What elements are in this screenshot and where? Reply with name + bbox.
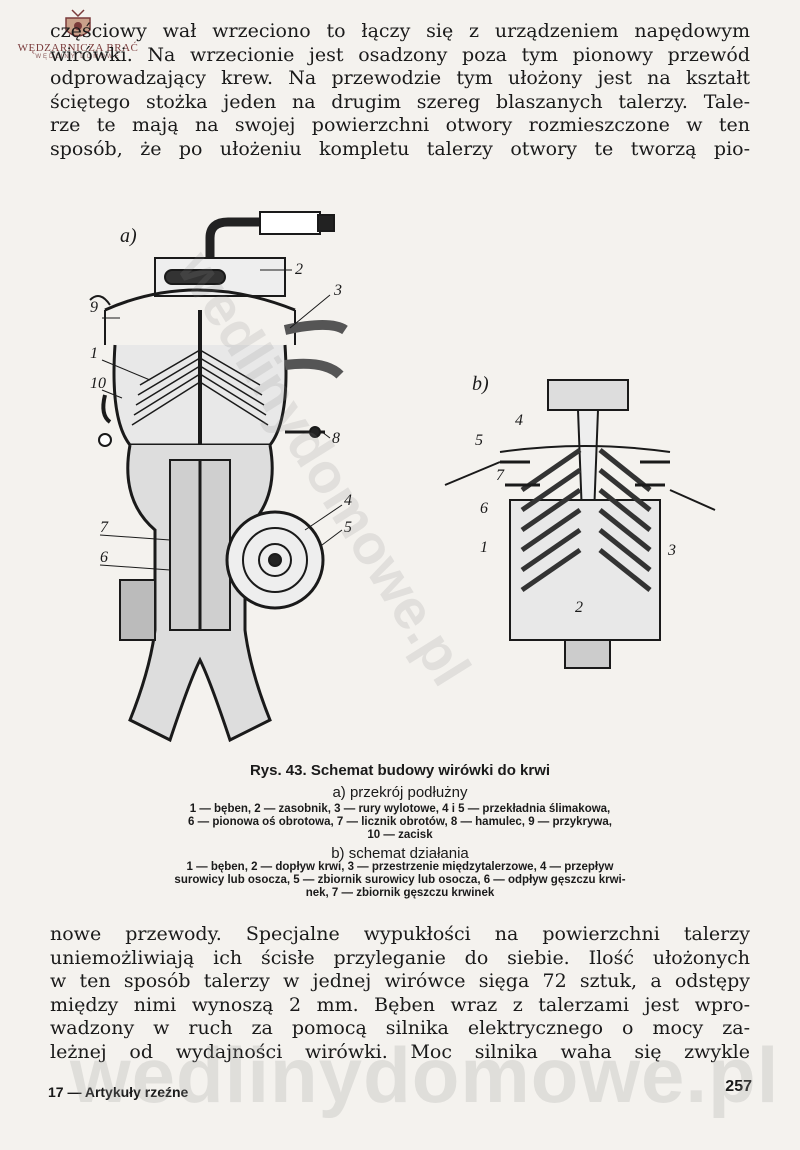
- callout-number: 4: [515, 412, 523, 429]
- footer-signature: 17 — Artykuły rzeźne: [48, 1084, 189, 1100]
- text-line: sposób, że po ułożeniu kompletu talerzy …: [50, 137, 750, 160]
- callout-number: 1: [480, 539, 488, 556]
- callout-number: 6: [480, 500, 488, 517]
- crest-icon: [65, 9, 91, 37]
- callout-number: 2: [295, 261, 303, 278]
- logo-name: WĘDZARNICZA BRAĆ: [17, 42, 139, 54]
- text-line: odprowadzający krew. Na przewodzie tym u…: [50, 67, 750, 89]
- diagram-b: [444, 379, 716, 669]
- text-line: uniemożliwiają ich ścisłe przyleganie do…: [50, 946, 750, 969]
- legend-line: 6 — pionowa oś obrotowa, 7 — licznik obr…: [188, 816, 612, 828]
- caption-b-heading: b) schemat działania: [331, 845, 469, 862]
- callout-number: 9: [90, 299, 98, 316]
- callout-number: 5: [344, 519, 352, 536]
- text-line: ściętego stożka jeden na drugim szereg b…: [50, 90, 750, 113]
- text-line: między nimi wynoszą 2 mm. Bęben wraz z t…: [50, 993, 750, 1016]
- callout-number: 7: [100, 519, 109, 536]
- diagram-a: [89, 211, 348, 743]
- callout-number: 8: [332, 430, 340, 447]
- callout-number: 2: [575, 599, 583, 616]
- legend-line: 1 — bęben, 2 — dopływ krwi, 3 — przestrz…: [186, 861, 614, 873]
- centrifuge-figure: a) b) 2 3 9 1 10 8 4 5 7 6 4 5 7 6 1 3 2: [89, 211, 716, 743]
- callout-number: 1: [90, 345, 98, 362]
- figure-label-a: a): [120, 225, 137, 247]
- callout-number: 4: [344, 492, 352, 509]
- callout-number: 3: [333, 282, 342, 299]
- caption-a-legend: 1 — bęben, 2 — zasobnik, 3 — rury wyloto…: [40, 803, 760, 842]
- figure-caption-title: Rys. 43. Schemat budowy wirówki do krwi: [249, 762, 551, 779]
- caption-a-heading: a) przekrój podłużny: [332, 784, 468, 801]
- legend-line: 1 — bęben, 2 — zasobnik, 3 — rury wyloto…: [189, 803, 611, 815]
- legend-line: 10 — zacisk: [367, 829, 433, 841]
- text-line: wirówki. Na wrzecionie jest osadzony poz…: [50, 43, 750, 66]
- text-line: w ten sposób talerzy w jednej wirówce si…: [50, 970, 750, 992]
- text-line: częściowy wał wrzeciono to łączy się z u…: [50, 20, 750, 42]
- callout-number: 5: [475, 432, 483, 449]
- logo-subtitle: WĘDLINY DOMOWE: [35, 54, 121, 60]
- text-line: rze te mają na swojej powierzchni otwory…: [50, 114, 750, 136]
- text-line: wadzony w ruch za pomocą silnika elektry…: [50, 1017, 750, 1039]
- bottom-paragraph: nowe przewody. Specjalne wypukłości na p…: [50, 923, 750, 1064]
- callout-number: 7: [496, 467, 505, 484]
- legend-line: surowicy lub osocza, 5 — zbiornik surowi…: [174, 874, 626, 886]
- top-paragraph: częściowy wał wrzeciono to łączy się z u…: [50, 20, 750, 161]
- text-line: leżnej od wydajności wirówki. Moc silnik…: [50, 1040, 750, 1063]
- legend-line: nek, 7 — zbiornik gęszczu krwinek: [305, 887, 495, 899]
- figure-label-b: b): [472, 373, 489, 395]
- text-line: nowe przewody. Specjalne wypukłości na p…: [50, 923, 750, 945]
- callout-number: 3: [667, 542, 676, 559]
- site-logo: WĘDZARNICZA BRAĆ WĘDLINY DOMOWE: [8, 8, 148, 60]
- callout-number: 10: [90, 375, 106, 392]
- callout-number: 6: [100, 549, 108, 566]
- page-number: 257: [725, 1078, 752, 1095]
- caption-b-legend: 1 — bęben, 2 — dopływ krwi, 3 — przestrz…: [40, 861, 760, 900]
